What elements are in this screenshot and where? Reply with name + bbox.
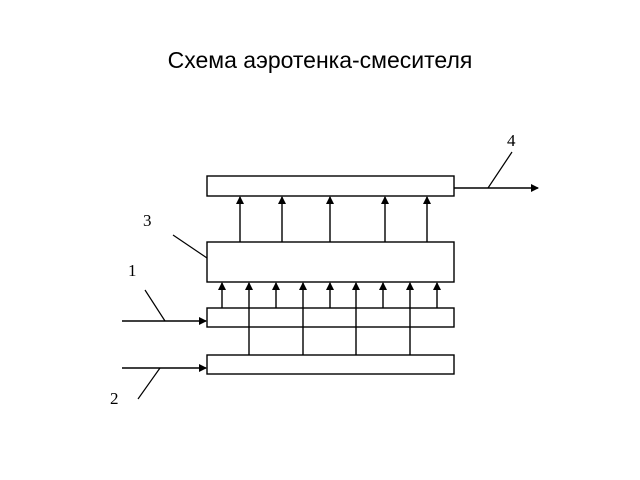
outlet-channel	[206, 175, 455, 197]
leader-line-4	[487, 151, 513, 189]
slide-title: Схема аэротенка-смесителя	[167, 47, 473, 73]
label-1: 1	[128, 261, 137, 280]
label-2: 2	[110, 389, 119, 408]
sludge-distribution-channel	[206, 307, 455, 328]
aeration-tank	[206, 241, 455, 283]
label-4: 4	[507, 131, 516, 150]
leader-line-3	[172, 234, 208, 259]
leader-line-2	[137, 367, 161, 400]
wastewater-distribution-channel	[206, 354, 455, 375]
leader-line-1	[144, 289, 166, 322]
label-3: 3	[143, 211, 152, 230]
